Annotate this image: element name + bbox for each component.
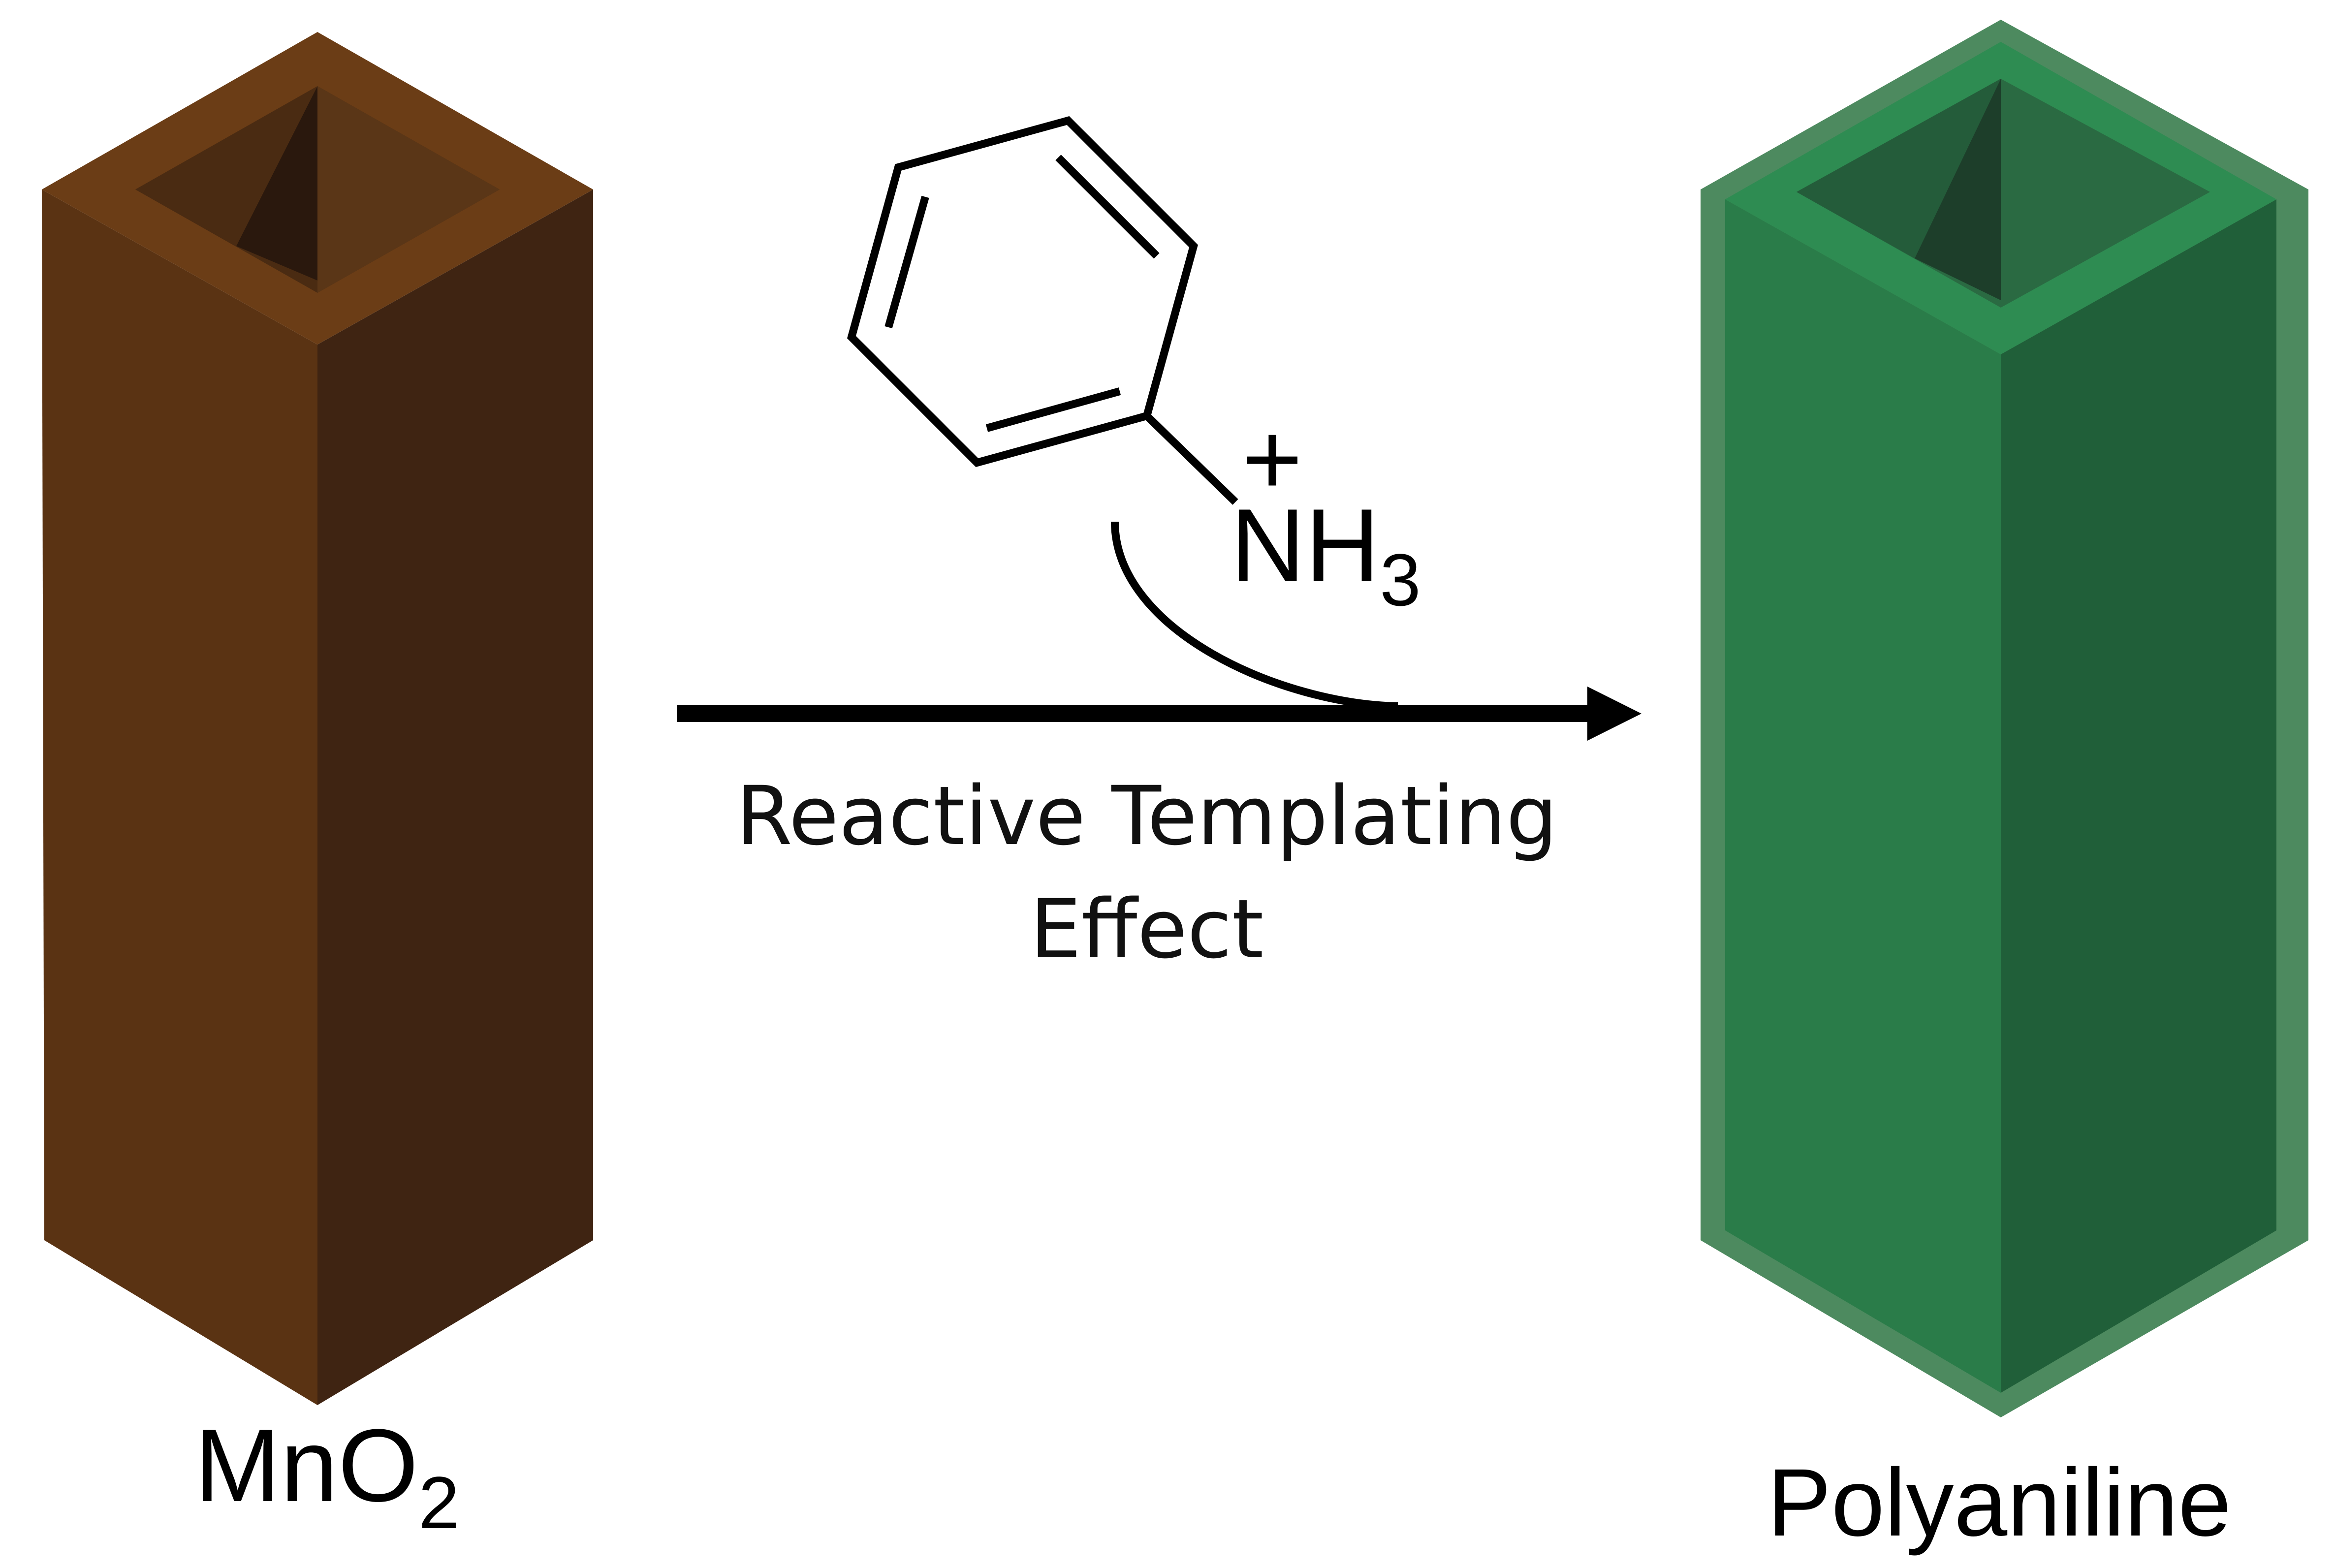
- mno2-inner-wall-shadow: [236, 86, 317, 281]
- double-bond-2: [884, 195, 929, 329]
- reaction-caption-line1: Reactive Templating: [736, 769, 1557, 863]
- mno2-inner-wall-left: [135, 86, 317, 246]
- polyaniline-left-face: [1725, 199, 2001, 1393]
- mno2-label-main: MnO: [194, 1408, 418, 1523]
- nh3-main: NH: [1231, 487, 1380, 603]
- reaction-arrow: [677, 521, 1641, 741]
- mno2-label: MnO2: [194, 1408, 460, 1544]
- polyaniline-inner-shadow: [1915, 79, 2001, 300]
- nh3-label: NH3: [1231, 487, 1421, 621]
- mno2-tube: [42, 32, 593, 1405]
- mno2-left-face: [42, 189, 317, 1405]
- mno2-right-face: [317, 189, 593, 1405]
- mno2-label-subscript: 2: [418, 1461, 459, 1544]
- polyaniline-right-face: [2001, 199, 2276, 1393]
- polyaniline-tube: [1701, 20, 2308, 1417]
- anilinium-structure: [847, 116, 1238, 505]
- charge-plus: +: [1242, 401, 1303, 517]
- double-bond-3: [985, 387, 1121, 432]
- c-n-bond: [1144, 413, 1238, 505]
- double-bond-1: [1055, 155, 1160, 259]
- arrow-head: [1587, 687, 1641, 741]
- curved-feed-arrow: [1111, 521, 1398, 710]
- polyaniline-inner-wall-left: [1797, 79, 2001, 258]
- nh3-subscript: 3: [1380, 538, 1420, 621]
- polyaniline-label: Polyaniline: [1767, 1449, 2231, 1556]
- mno2-inner-wall-right: [317, 86, 500, 293]
- reaction-caption-line2: Effect: [1030, 882, 1264, 976]
- benzene-ring: [847, 116, 1198, 467]
